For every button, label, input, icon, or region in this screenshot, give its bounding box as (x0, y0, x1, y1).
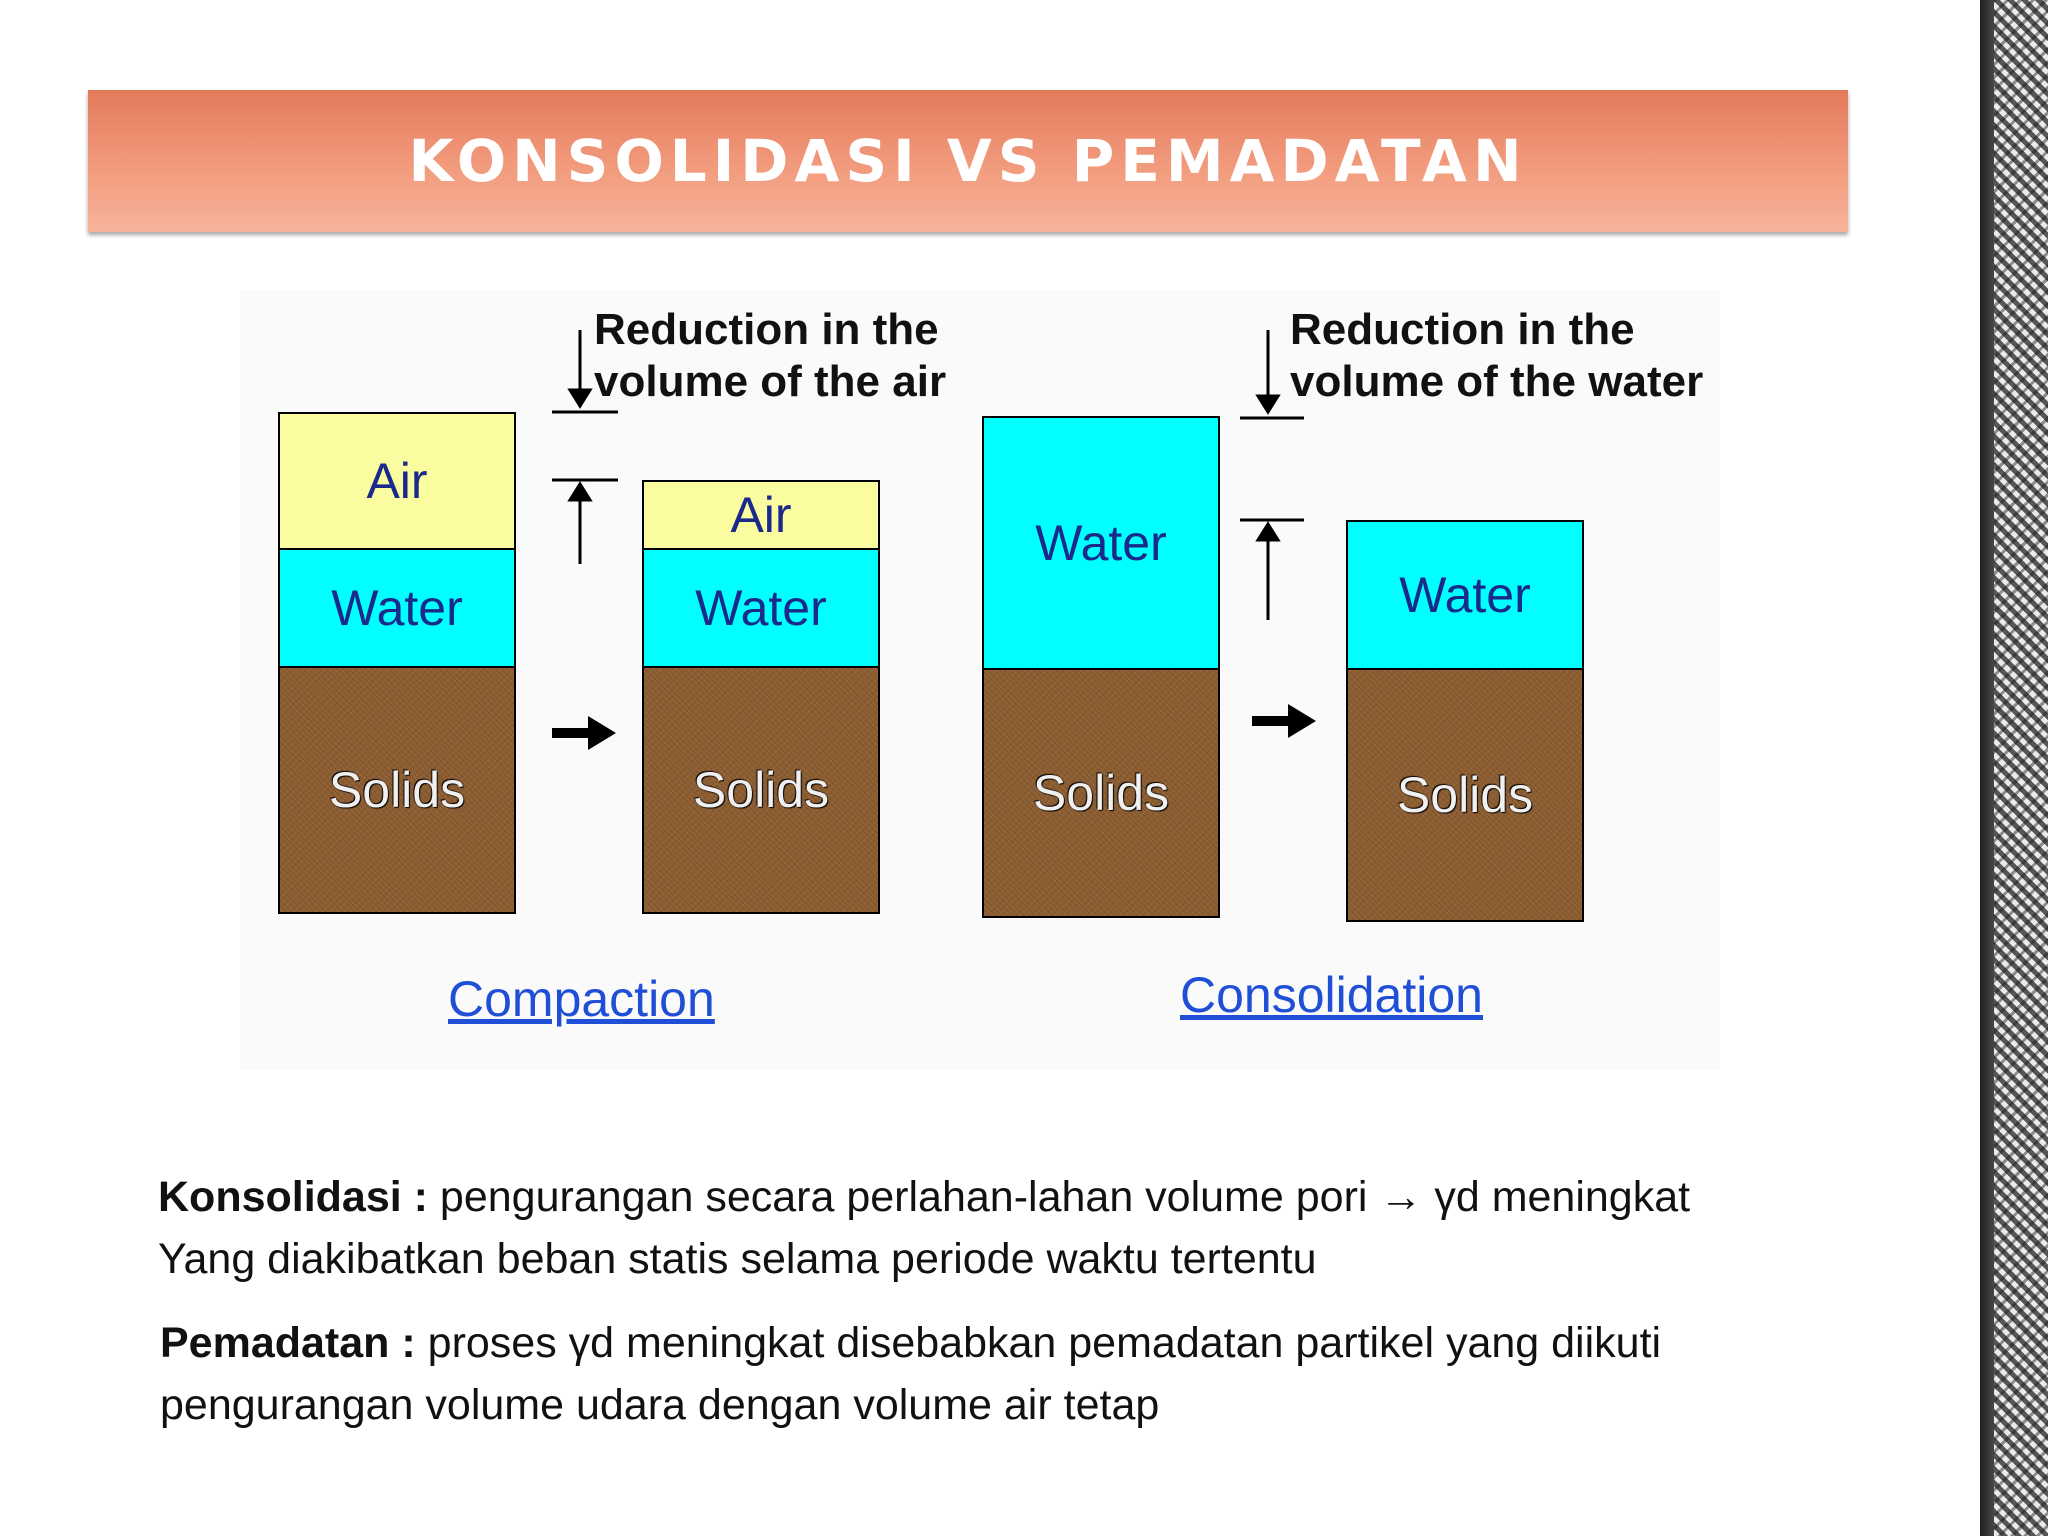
title-banner: KONSOLIDASI VS PEMADATAN (88, 90, 1848, 232)
water-phase: Water (644, 550, 878, 668)
consolidation-dimension-mark (1240, 330, 1304, 620)
consolidation-before-column: Water Solids (982, 416, 1220, 918)
slide-title: KONSOLIDASI VS PEMADATAN (408, 127, 1528, 195)
solids-phase: Solids (1348, 670, 1582, 920)
compaction-transform-arrow (552, 716, 616, 750)
compaction-after-column: Air Water Solids (642, 480, 880, 914)
term-pemadatan: Pemadatan : (160, 1319, 416, 1367)
compaction-note: Reduction in the volume of the air (594, 305, 947, 406)
solids-phase: Solids (280, 668, 514, 912)
water-phase: Water (1348, 522, 1582, 670)
definition-pemadatan-line2: pengurangan volume udara dengan volume a… (160, 1381, 1160, 1429)
compaction-before-column: Air Water Solids (278, 412, 516, 914)
air-phase: Air (644, 482, 878, 550)
definition-konsolidasi-line2: Yang diakibatkan beban statis selama per… (158, 1235, 1317, 1283)
decorative-border-strip (1980, 0, 2048, 1536)
term-konsolidasi: Konsolidasi : (158, 1173, 428, 1221)
air-phase: Air (280, 414, 514, 550)
consolidation-caption: Consolidation (1180, 967, 1483, 1023)
definition-pemadatan: Pemadatan : proses γd meningkat disebabk… (160, 1312, 1661, 1436)
definition-konsolidasi: Konsolidasi : pengurangan secara perlaha… (158, 1166, 1690, 1290)
water-phase: Water (280, 550, 514, 668)
consolidation-after-column: Water Solids (1346, 520, 1584, 922)
compaction-caption: Compaction (448, 971, 715, 1027)
phase-diagram: Air Water Solids Air Water Solids Water … (240, 290, 1720, 1070)
solids-phase: Solids (984, 670, 1218, 916)
diagram-arrows (552, 330, 1316, 750)
water-phase: Water (984, 418, 1218, 670)
consolidation-transform-arrow (1252, 704, 1316, 738)
consolidation-note: Reduction in the volume of the water (1290, 305, 1704, 406)
definition-konsolidasi-line1: pengurangan secara perlahan-lahan volume… (427, 1173, 1691, 1221)
definition-pemadatan-line1: proses γd meningkat disebabkan pemadatan… (415, 1319, 1662, 1367)
compaction-dimension-mark (552, 330, 618, 564)
solids-phase: Solids (644, 668, 878, 912)
